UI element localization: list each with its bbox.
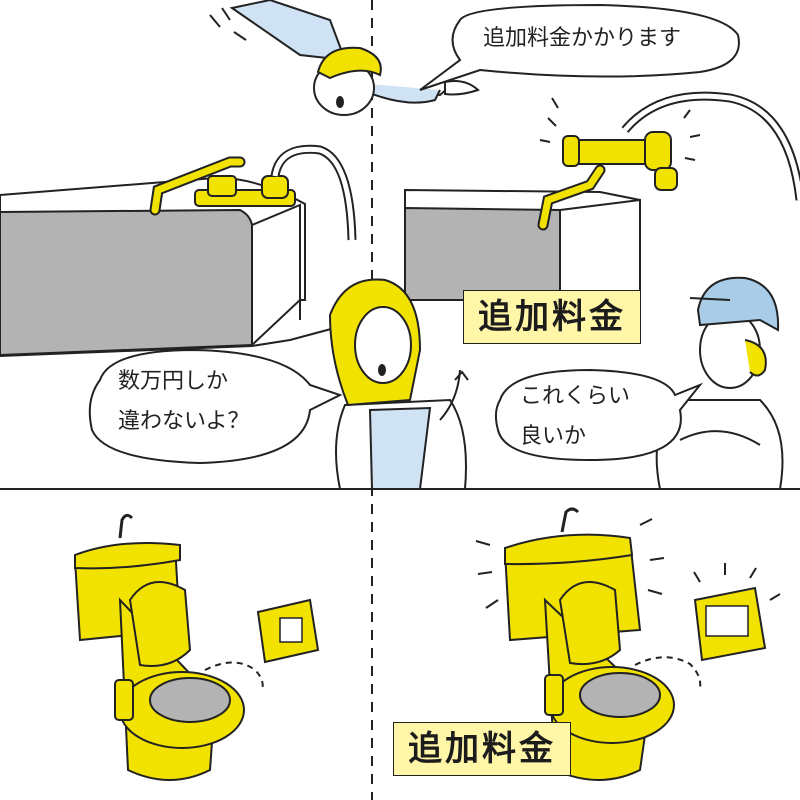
speech-bubble-staff	[419, 3, 740, 91]
man-with-cap-illustration	[655, 276, 784, 490]
bathtub-left	[0, 176, 373, 357]
remote-control-premium-icon	[693, 563, 781, 662]
faucet-thermostatic-icon	[537, 91, 800, 231]
woman-illustration	[328, 278, 469, 490]
speech-text-customer-line2: 良いか	[520, 424, 587, 449]
additional-fee-tag-toilet: 追加料金	[393, 722, 571, 776]
speech-bubble-customer	[494, 368, 704, 462]
speech-bubble-woman	[88, 348, 343, 465]
speech-text-staff: 追加料金かかります	[483, 26, 682, 51]
speech-text-woman-line2: 違わないよ？	[118, 409, 250, 434]
toilet-standard-icon	[73, 513, 264, 781]
faucet-standard-icon	[149, 144, 357, 241]
speech-text-woman-line1: 数万円しか	[118, 369, 229, 394]
bathtub-right	[404, 188, 641, 301]
remote-control-standard-icon	[256, 598, 320, 664]
toilet-premium-icon	[475, 507, 702, 781]
flying-man-illustration	[209, 0, 480, 116]
additional-fee-tag-bath: 追加料金	[463, 290, 641, 344]
speech-text-customer-line1: これくらい	[520, 384, 631, 409]
